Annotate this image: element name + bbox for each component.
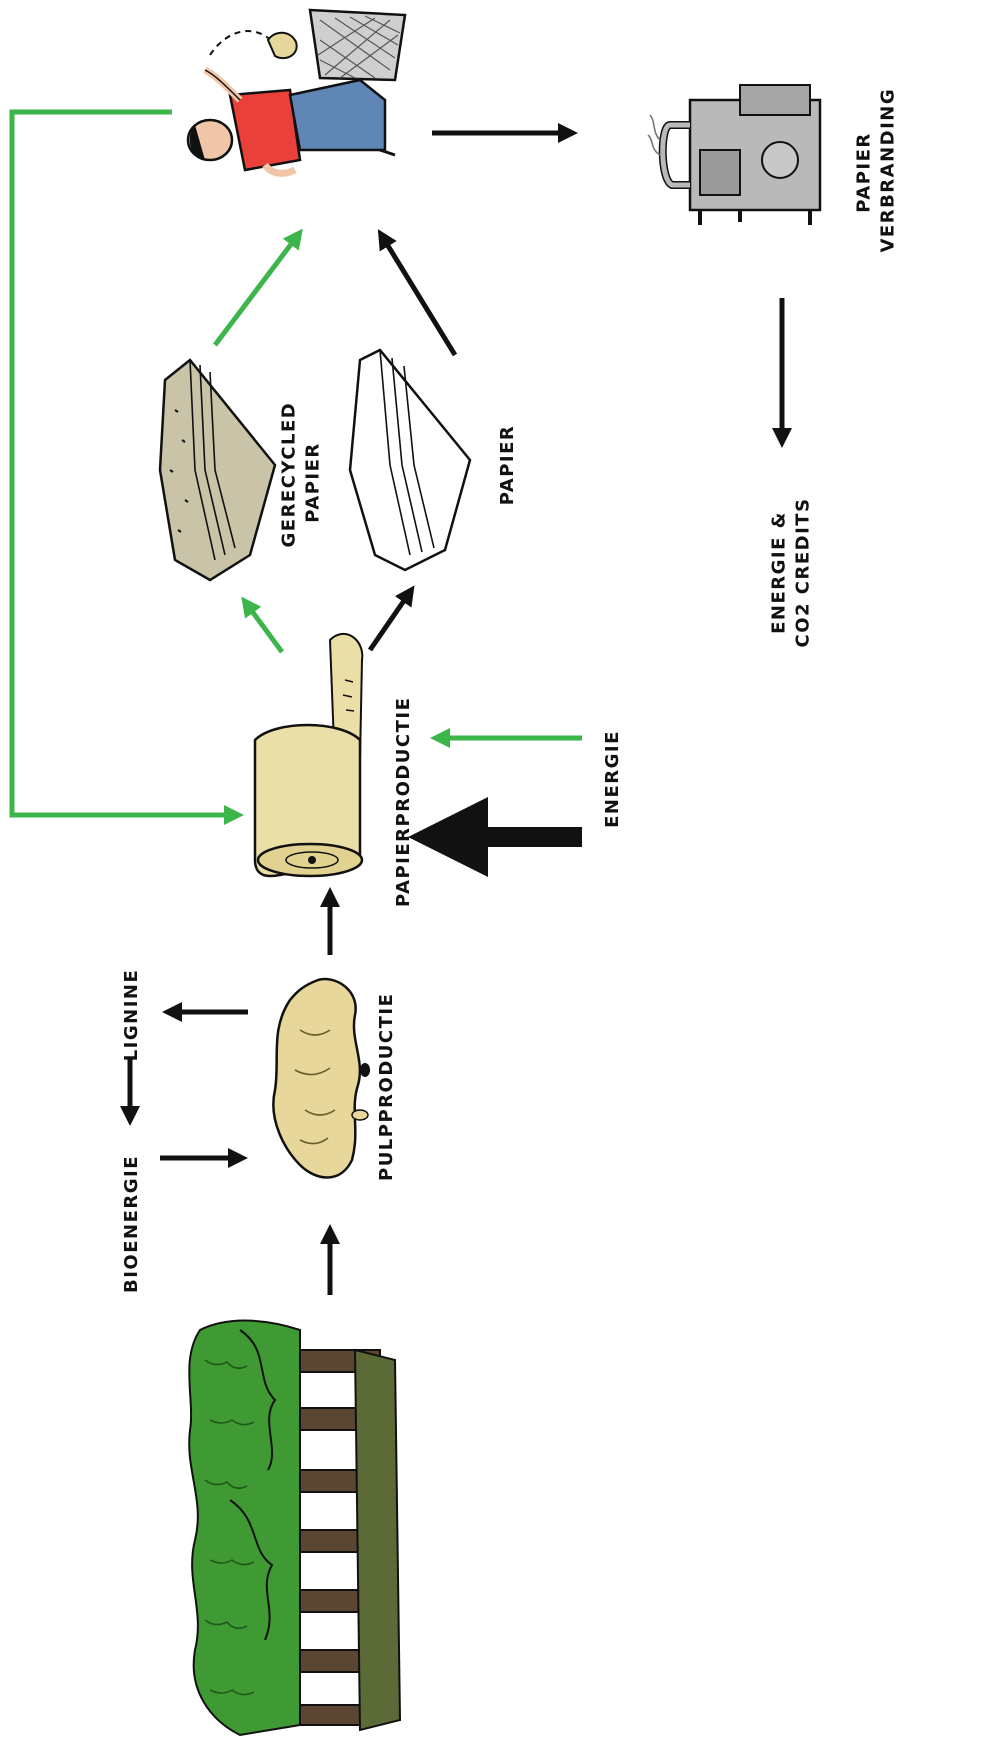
waste-bin-icon [310, 10, 405, 80]
label-papier: PAPIER [496, 420, 526, 510]
label-gerecycled-papier: GERECYCLED PAPIER [278, 418, 333, 548]
label-energie-co2-credits: ENERGIE & CO2 CREDITS [768, 498, 823, 648]
arrow-papier-to-person [382, 236, 455, 355]
label-bioenergie: BIOENERGIE [120, 1149, 150, 1299]
paper-roll-icon [255, 634, 362, 876]
label-papierproductie: PAPIERPRODUCTIE [392, 717, 422, 907]
label-papier-verbranding: PAPIER VERBRANDING [853, 93, 908, 253]
forest-icon [189, 1321, 400, 1735]
label-pulpproductie: PULPPRODUCTIE [375, 1011, 405, 1181]
arrow-gerecycled-to-person [215, 235, 298, 345]
incinerator-machine-icon [648, 85, 820, 225]
recycled-paper-stack-icon [160, 360, 275, 580]
paper-stack-icon [350, 350, 470, 570]
pulp-icon [273, 979, 370, 1177]
label-lignine: LIGNINE [120, 965, 150, 1065]
flow-arrows-black [130, 133, 782, 1295]
arrow-roll-to-papier [370, 592, 410, 650]
arrow-roll-to-gerecycled [246, 603, 282, 652]
label-energie: ENERGIE [601, 719, 631, 839]
